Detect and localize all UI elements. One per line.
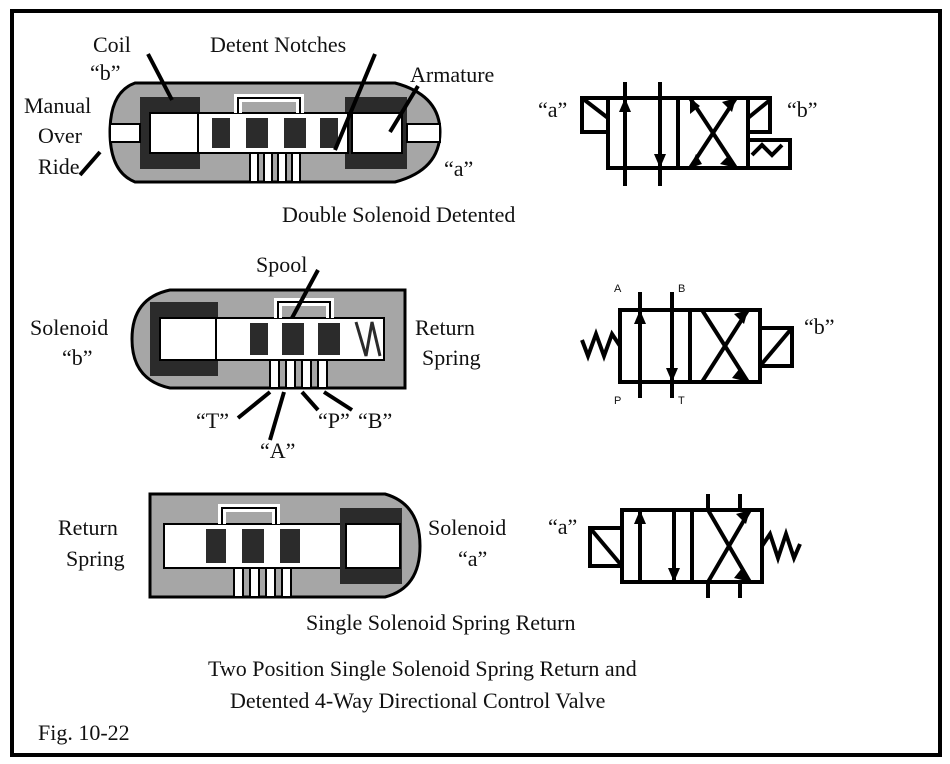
top-right-armature [351, 112, 403, 154]
top-spool [212, 118, 338, 148]
label-manual: Manual [24, 93, 91, 118]
bottom-valve-cutaway [148, 492, 422, 599]
mid-valve-cutaway [130, 288, 407, 390]
top-valve-symbol [580, 82, 792, 186]
label-port-t: “T” [196, 408, 229, 433]
bottom-spool [206, 529, 300, 563]
bottom-symbol-a-label: “a” [548, 514, 577, 539]
label-port-b: “B” [358, 408, 392, 433]
label-solenoid-bottom: Solenoid [428, 515, 506, 540]
mid-ports [269, 359, 328, 389]
label-a-top: “a” [444, 156, 473, 181]
mid-armature [159, 317, 217, 361]
mid-symbol-port-b: B [678, 283, 685, 295]
mid-return-spring [354, 321, 382, 357]
bottom-symbol-arrowheads [634, 510, 750, 582]
label-ride: Ride [38, 154, 80, 179]
top-symbol-a-label: “a” [538, 97, 567, 122]
mid-symbol-port-t: T [678, 395, 685, 407]
bottom-ports [233, 567, 292, 598]
label-coil-b: “b” [90, 60, 121, 85]
label-spring-mid: Spring [422, 345, 481, 370]
label-detent-notches: Detent Notches [210, 32, 346, 57]
caption-single-solenoid: Single Solenoid Spring Return [306, 610, 576, 635]
top-symbol-arrowheads [619, 98, 736, 168]
mid-symbol-arrowheads [634, 310, 748, 382]
bottom-valve-symbol [588, 494, 802, 598]
label-return-bottom: Return [58, 515, 118, 540]
top-valve-cutaway [108, 81, 442, 184]
mid-spool [250, 323, 340, 355]
label-port-p: “P” [318, 408, 350, 433]
mid-valve-symbol [580, 292, 794, 398]
label-solenoid-mid: Solenoid [30, 315, 108, 340]
top-leader-lines [78, 53, 420, 177]
label-armature: Armature [410, 62, 494, 87]
top-manual-override [109, 123, 141, 143]
bottom-armature [345, 523, 401, 569]
top-left-armature [149, 112, 199, 154]
caption-double-solenoid: Double Solenoid Detented [282, 202, 515, 227]
figure-number: Fig. 10-22 [38, 720, 130, 745]
label-coil: Coil [93, 32, 131, 57]
label-over: Over [38, 123, 83, 148]
mid-leader-lines [236, 269, 354, 441]
mid-symbol-b-label: “b” [804, 314, 835, 339]
figure-title-line1: Two Position Single Solenoid Spring Retu… [208, 656, 637, 681]
top-symbol-b-label: “b” [787, 97, 818, 122]
top-ports [249, 152, 301, 183]
mid-symbol-port-p: P [614, 395, 621, 407]
figure-title-line2: Detented 4-Way Directional Control Valve [230, 688, 605, 713]
label-spring-bottom: Spring [66, 546, 125, 571]
label-solenoid-mid-b: “b” [62, 345, 93, 370]
mid-symbol-port-a: A [614, 283, 622, 295]
label-port-a: “A” [260, 438, 295, 463]
label-spool: Spool [256, 252, 307, 277]
label-solenoid-bottom-a: “a” [458, 546, 487, 571]
label-return-mid: Return [415, 315, 475, 340]
